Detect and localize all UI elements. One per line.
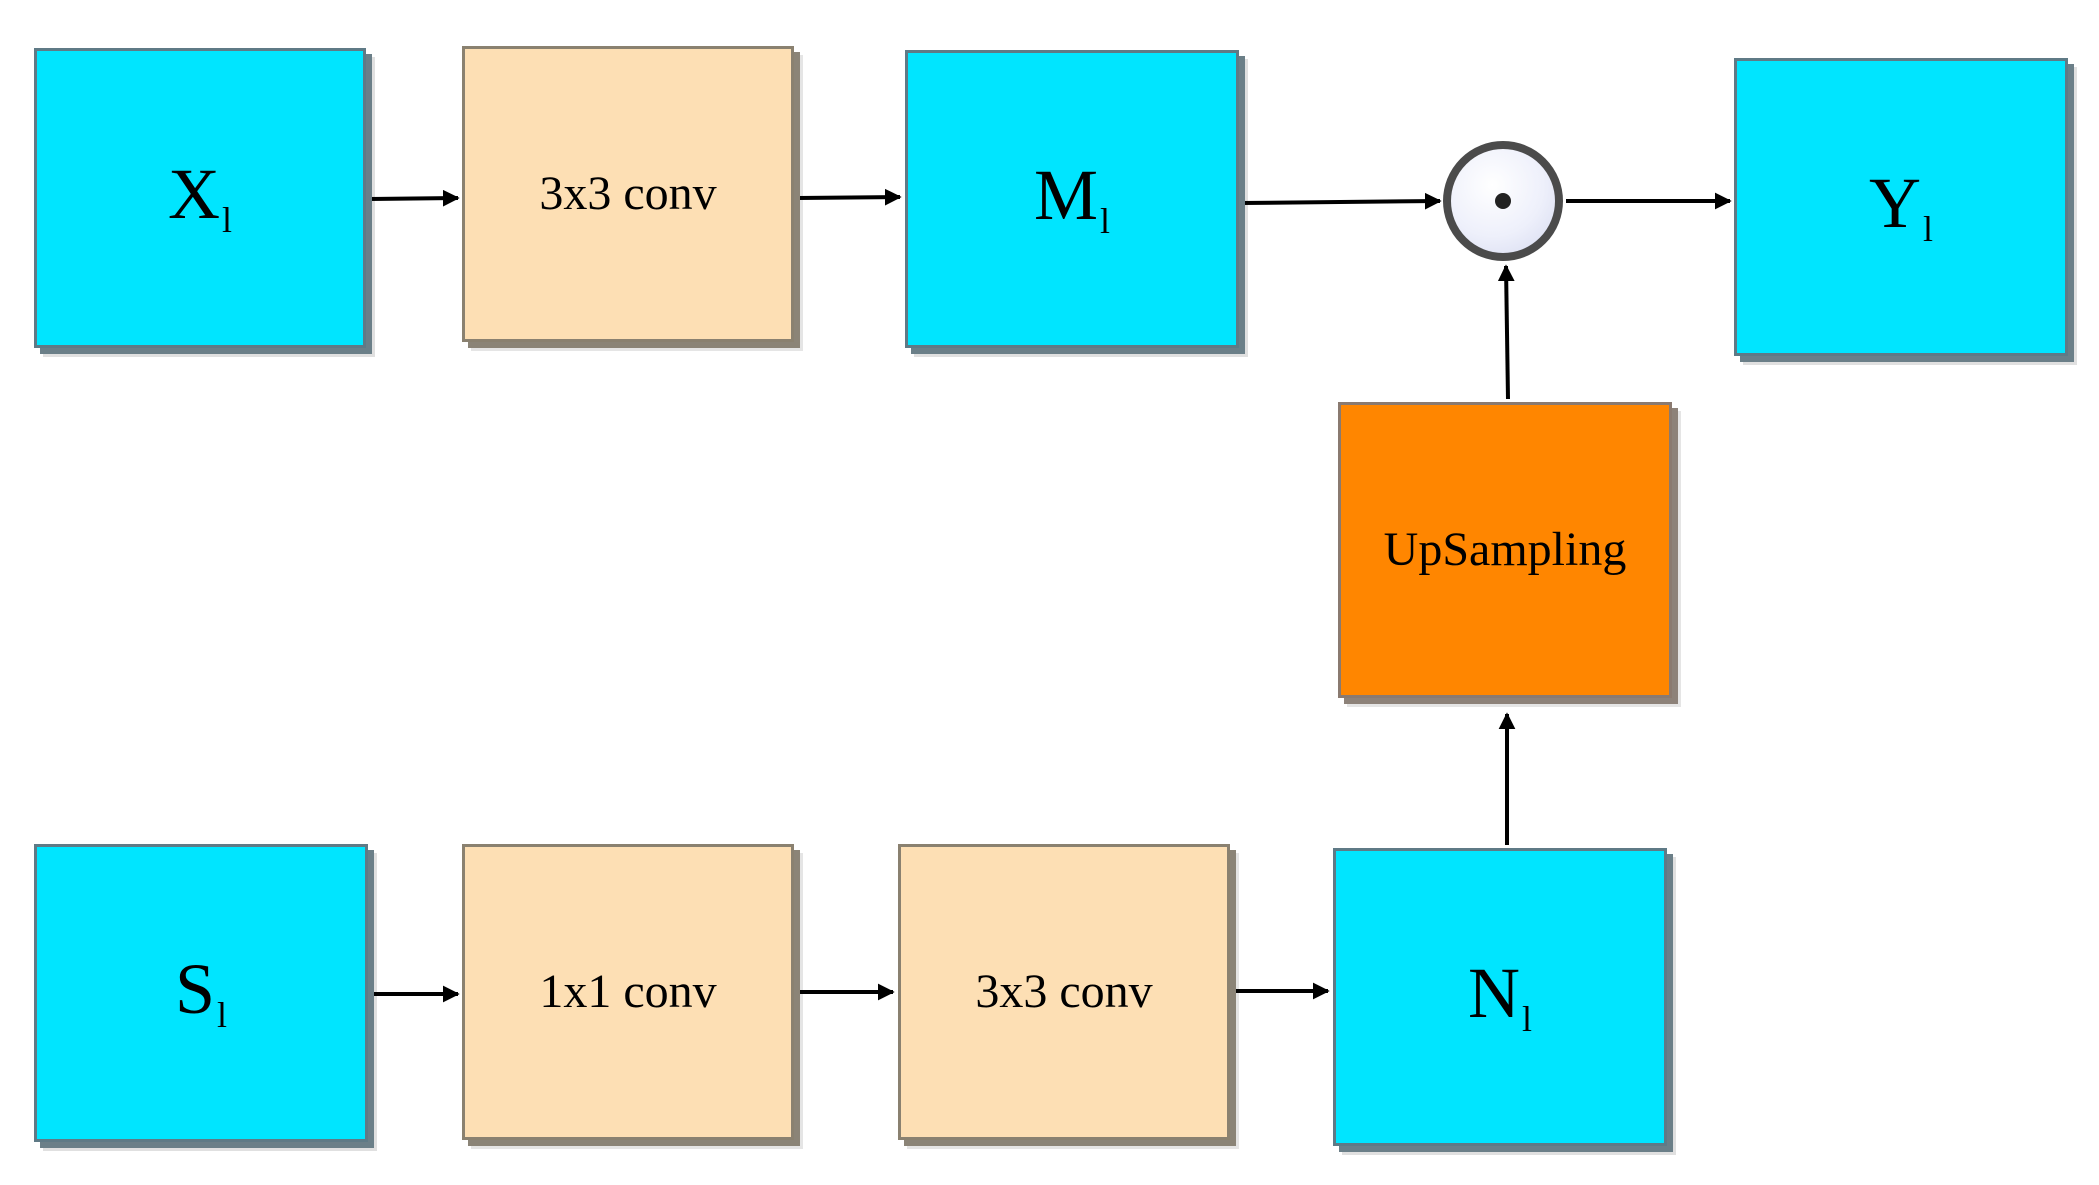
conv1x1-bottom-block: 1x1 conv <box>462 844 794 1140</box>
node-s: Sl <box>34 844 368 1142</box>
upsampling-label: UpSampling <box>1383 523 1627 576</box>
arrow-x-to-conv3 <box>367 189 460 207</box>
odot-center-dot <box>1495 193 1511 209</box>
node-x-label: Xl <box>167 154 232 240</box>
arrow-up-to-odot <box>1497 264 1515 400</box>
conv1x1-bottom-label: 1x1 conv <box>539 965 717 1018</box>
conv3x3-bottom-block: 3x3 conv <box>898 844 1230 1140</box>
elementwise-product-icon <box>1443 141 1563 261</box>
node-n-label: Nl <box>1467 953 1532 1039</box>
arrow-conv3-to-m <box>797 188 902 206</box>
node-y-label: Yl <box>1868 163 1933 249</box>
arrow-m-to-odot <box>1241 192 1442 210</box>
node-y: Yl <box>1734 58 2068 356</box>
node-m-label: Ml <box>1033 155 1111 241</box>
conv3x3-bottom-label: 3x3 conv <box>975 965 1153 1018</box>
node-n: Nl <box>1333 848 1667 1146</box>
node-x: Xl <box>34 48 366 348</box>
node-m: Ml <box>905 50 1239 348</box>
conv3x3-top-label: 3x3 conv <box>539 167 717 220</box>
upsampling-block: UpSampling <box>1338 402 1672 698</box>
node-s-label: Sl <box>174 949 228 1035</box>
conv3x3-top-block: 3x3 conv <box>462 46 794 342</box>
